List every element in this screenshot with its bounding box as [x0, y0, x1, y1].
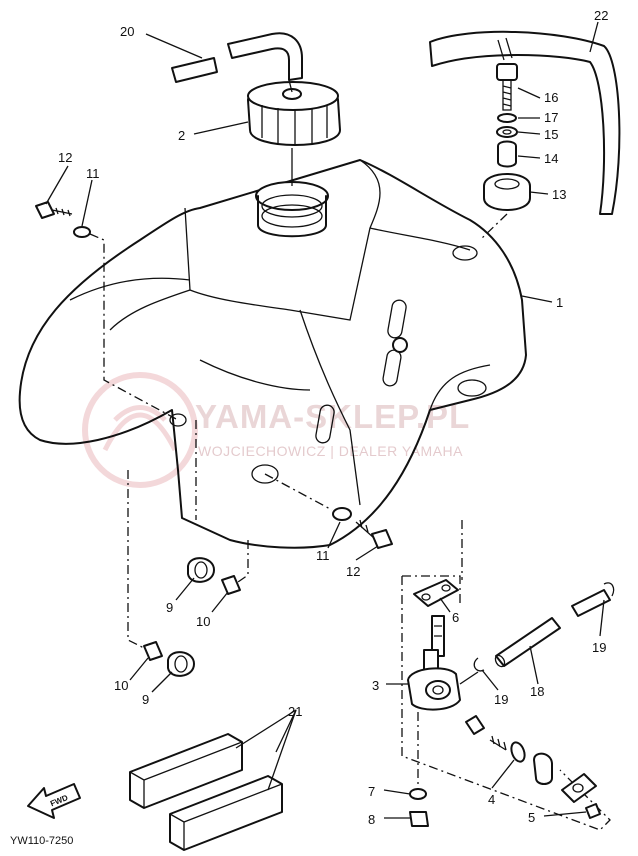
callout-7: 7 — [368, 784, 375, 799]
callout-3: 3 — [372, 678, 379, 693]
part-18-fuel-hose — [473, 582, 615, 672]
part-16-bolt-head — [496, 63, 518, 81]
leader-lines — [45, 21, 605, 819]
part-10-collar-upper — [221, 575, 241, 595]
part-5-screw — [585, 803, 601, 819]
callout-19-upper: 19 — [592, 640, 606, 655]
callout-18: 18 — [530, 684, 544, 699]
part-11-washer-upper — [73, 226, 91, 238]
callout-11-lower: 11 — [316, 548, 330, 563]
callout-2: 2 — [178, 128, 185, 143]
watermark-title: YAMA-SKLEP.PL — [195, 398, 470, 435]
callout-11-upper: 11 — [86, 166, 100, 181]
part-19-clip-lower — [473, 657, 485, 672]
callout-9-upper: 9 — [166, 600, 173, 615]
callout-15: 15 — [544, 127, 558, 142]
part-14-collar — [497, 140, 517, 168]
part-7-washer — [409, 788, 427, 800]
fuel-cock-o-ring — [465, 715, 485, 735]
upper-bolt-set — [35, 201, 179, 421]
part-9-damper-upper — [187, 557, 215, 583]
callout-17: 17 — [544, 110, 558, 125]
callout-numbers: 20 2 22 16 17 15 14 13 1 12 11 11 12 9 1… — [58, 8, 608, 827]
callout-12-upper: 12 — [58, 150, 72, 165]
watermark: YAMA-SKLEP.PL WOJCIECHOWICZ | DEALER YAM… — [82, 372, 470, 488]
callout-16: 16 — [544, 90, 558, 105]
part-10-collar-lower — [143, 641, 163, 661]
callout-14: 14 — [544, 151, 558, 166]
callout-13: 13 — [552, 187, 566, 202]
fuel-cock-lever — [533, 752, 553, 785]
callout-21: 21 — [288, 704, 302, 719]
part-11-washer-lower — [332, 507, 352, 521]
callout-20: 20 — [120, 24, 134, 39]
callout-10-upper: 10 — [196, 614, 210, 629]
part-4-lever-seal — [510, 741, 526, 763]
callout-12-lower: 12 — [346, 564, 360, 579]
fwd-arrow-icon: FWD — [27, 783, 81, 819]
part-6-gasket — [413, 579, 459, 607]
callout-5: 5 — [528, 810, 535, 825]
fuel-cock-small-parts — [409, 712, 601, 827]
diagram-code: YW110-7250 — [10, 835, 73, 847]
part-17-washer — [497, 113, 517, 123]
part-8-drain-bolt — [409, 811, 429, 827]
part-19-clip-upper — [603, 582, 615, 597]
lower-bolt-set — [264, 473, 393, 549]
part-12-bolt-upper — [35, 201, 55, 219]
part-21-pads — [129, 733, 283, 851]
tank-dampers — [127, 420, 249, 677]
part-2-fuel-cap — [247, 81, 341, 186]
part-20-breather-hose — [171, 32, 303, 93]
strap-hardware-stack — [479, 63, 531, 241]
part-3-fuel-cock-assembly — [401, 520, 611, 831]
watermark-subtitle: WOJCIECHOWICZ | DEALER YAMAHA — [198, 443, 463, 459]
callout-1: 1 — [556, 295, 563, 310]
callout-8: 8 — [368, 812, 375, 827]
fuel-cock-spring — [489, 735, 507, 751]
fuel-tank — [18, 159, 527, 549]
part-15-washer — [496, 126, 518, 138]
callout-19-lower: 19 — [494, 692, 508, 707]
callout-6: 6 — [452, 610, 459, 625]
callout-4: 4 — [488, 792, 495, 807]
part-5-plate — [561, 773, 597, 803]
part-16-bolt-shank — [502, 80, 512, 111]
part-12-bolt-lower — [371, 529, 393, 549]
callout-9-lower: 9 — [142, 692, 149, 707]
part-22-strap — [429, 30, 621, 215]
callout-22: 22 — [594, 8, 608, 23]
callout-10-lower: 10 — [114, 678, 128, 693]
